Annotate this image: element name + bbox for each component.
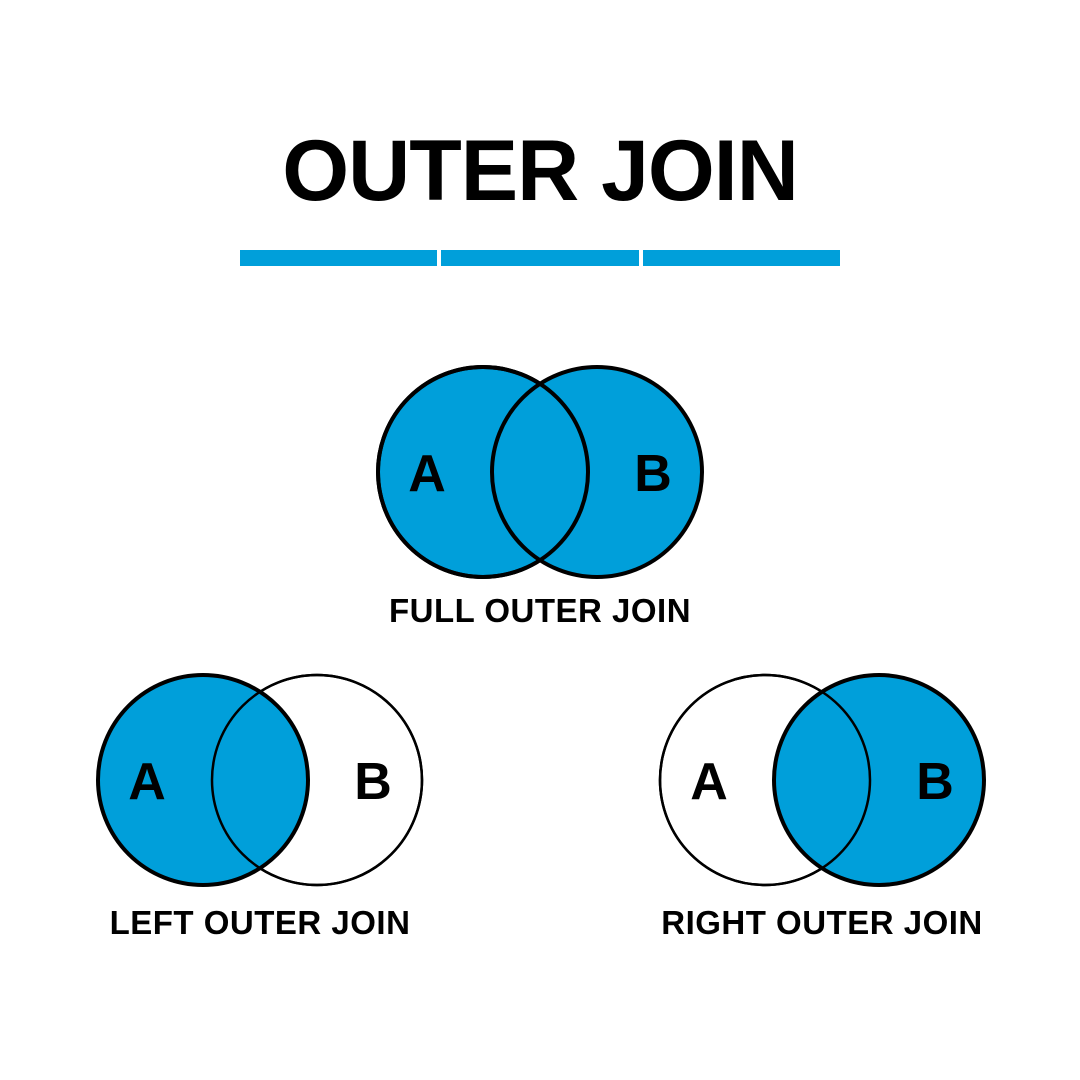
caption-full-outer-join: FULL OUTER JOIN (388, 592, 692, 629)
label-set-a-left-outer-join: A (128, 753, 166, 811)
circle-a-outline-right-outer-join (658, 673, 872, 887)
title-block: OUTER JOIN (0, 123, 1080, 266)
circle-b-outline-left-outer-join (210, 673, 424, 887)
circle-a-outline-full-outer-join (376, 365, 590, 579)
page-title: OUTER JOIN (282, 123, 799, 219)
circle-b-full-outer-join (490, 365, 704, 579)
label-set-b-full-outer-join: B (634, 445, 672, 503)
title-rule-segment-1 (240, 250, 438, 266)
circle-b-right-outer-join (772, 673, 986, 887)
left-outer-join-svg: A B (96, 673, 424, 887)
right-outer-join-svg: A B (658, 673, 986, 887)
title-rule-segment-2 (441, 250, 639, 266)
venn-diagram-full-outer-join: A B FULL OUTER JOIN (330, 360, 750, 629)
circle-a-left-outer-join (96, 673, 310, 887)
venn-diagram-left-outer-join: A B LEFT OUTER JOIN (50, 668, 470, 941)
label-set-a-full-outer-join: A (408, 445, 446, 503)
caption-right-outer-join: RIGHT OUTER JOIN (661, 904, 983, 941)
venn-diagram-right-outer-join: A B RIGHT OUTER JOIN (612, 668, 1032, 941)
caption-left-outer-join: LEFT OUTER JOIN (109, 904, 411, 941)
full-outer-join-svg: A B (376, 365, 704, 579)
label-set-b-left-outer-join: B (354, 753, 392, 811)
title-underline-rule (240, 250, 840, 266)
title-rule-segment-3 (642, 250, 840, 266)
label-set-b-right-outer-join: B (916, 753, 954, 811)
label-set-a-right-outer-join: A (690, 753, 728, 811)
